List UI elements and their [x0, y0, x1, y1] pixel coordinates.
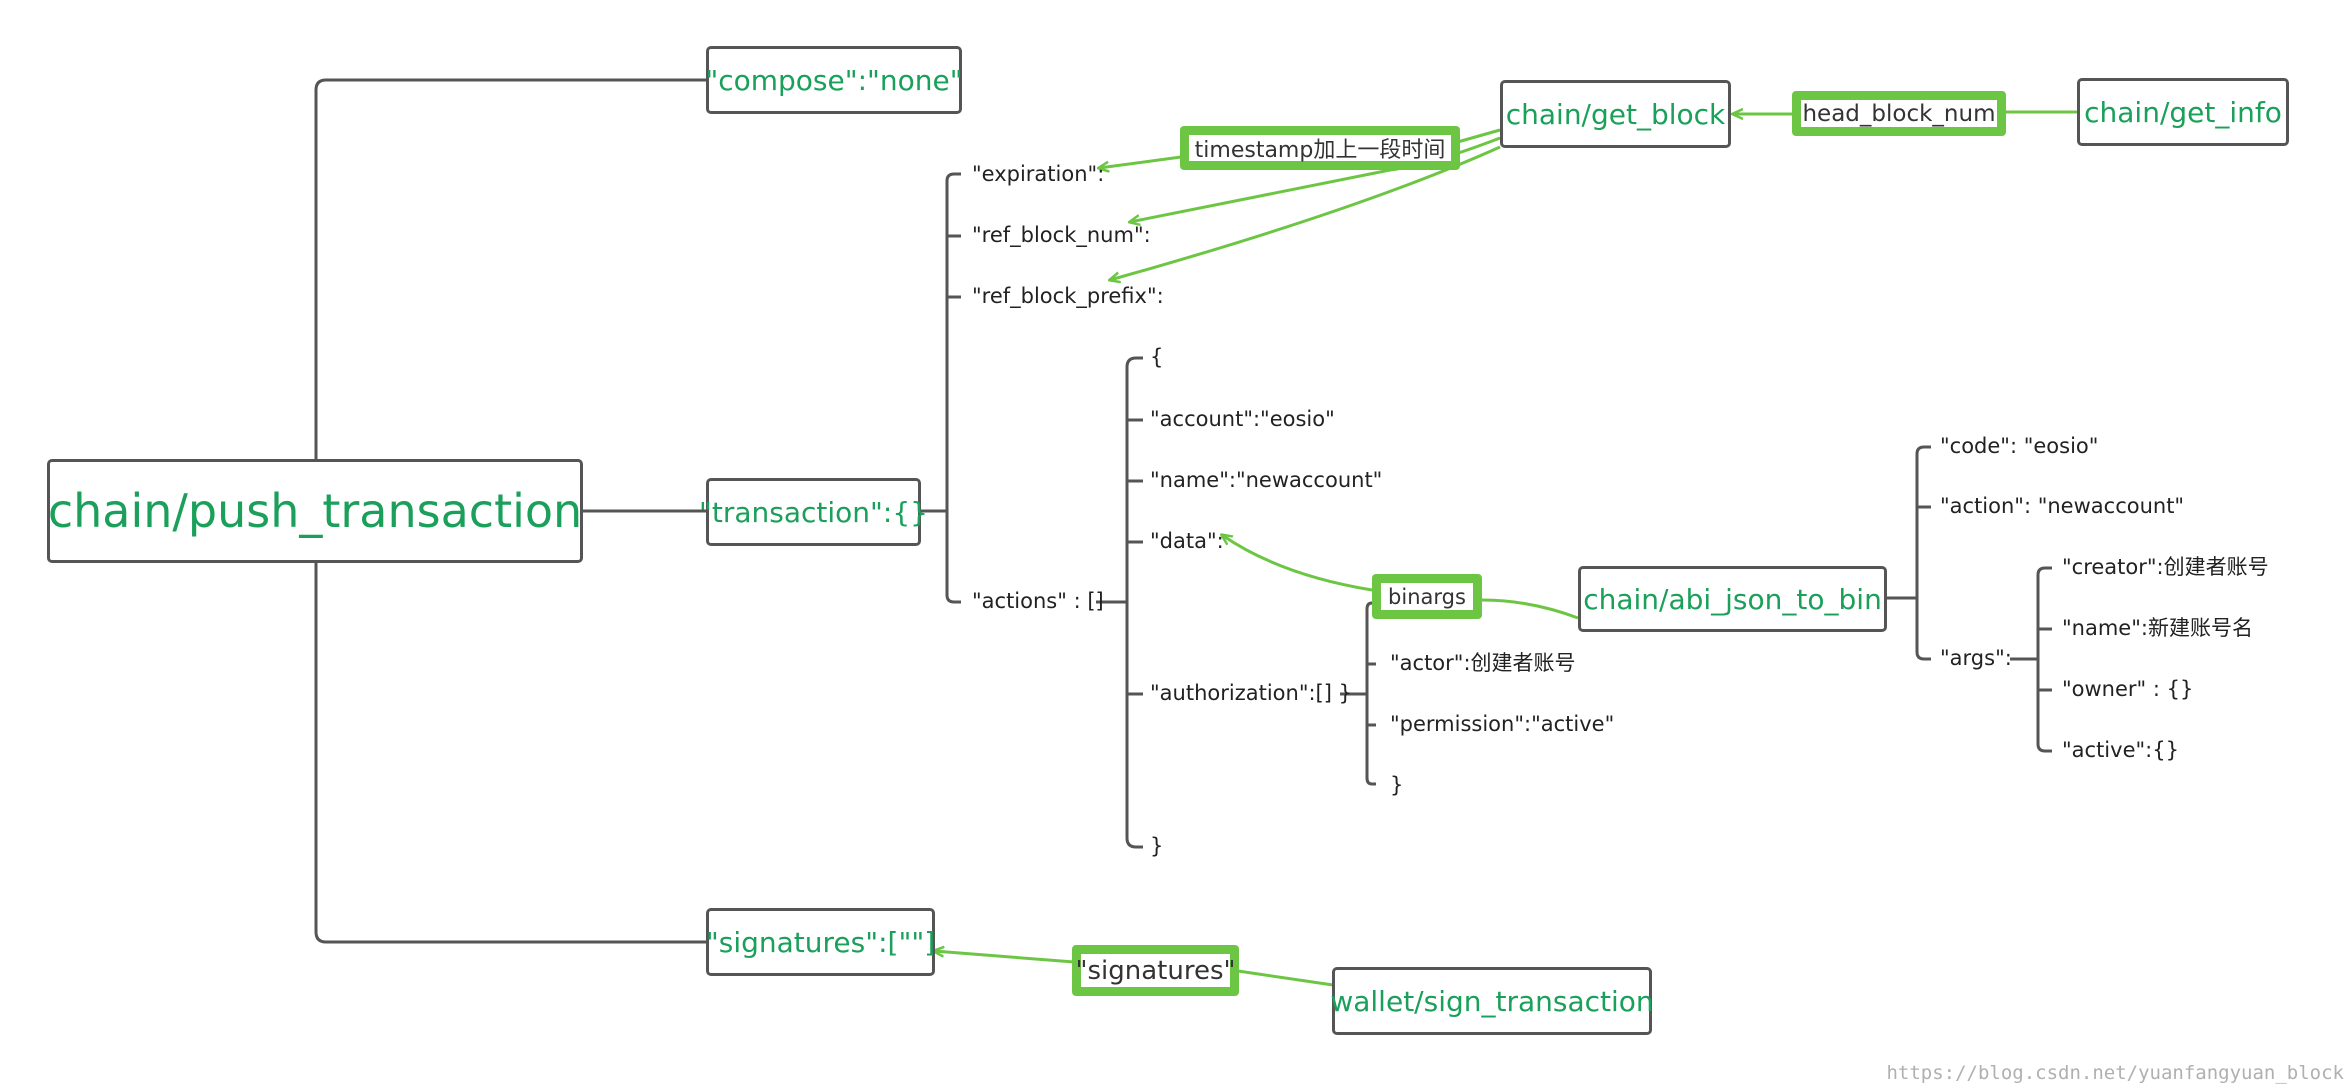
field-code: "code": "eosio" — [1940, 434, 2099, 458]
field-ref-block-num: "ref_block_num": — [972, 223, 1151, 247]
field-action: "action": "newaccount" — [1940, 494, 2185, 518]
signatures-tag: "signatures" — [1072, 945, 1239, 996]
bracket-abi — [1915, 445, 1931, 661]
field-data: "data": — [1150, 529, 1224, 553]
field-active: "active":{} — [2062, 738, 2179, 762]
arrow-expiration — [1099, 155, 1182, 168]
bracket-authorization — [1365, 601, 1376, 786]
signatures-node: "signatures":[""] — [706, 908, 935, 976]
get-block-node: chain/get_block — [1500, 80, 1731, 148]
field-name: "name":"newaccount" — [1150, 468, 1383, 492]
sign-transaction-node: wallet/sign_transaction — [1330, 967, 1654, 1035]
bracket-transaction — [945, 172, 961, 604]
bracket-actions — [1125, 356, 1143, 849]
field-expiration: "expiration": — [972, 162, 1105, 186]
field-args: "args": — [1940, 646, 2012, 670]
compose-node: "compose":"none" — [705, 46, 963, 114]
field-open-brace: { — [1150, 345, 1164, 369]
field-close-brace: } — [1150, 834, 1164, 858]
field-ref-block-prefix: "ref_block_prefix": — [972, 284, 1164, 308]
field-actions: "actions" : [] — [972, 589, 1104, 613]
edge-getblock-timestamp — [1453, 128, 1501, 145]
arrow-binargs-data — [1222, 535, 1373, 592]
get-info-node: chain/get_info — [2077, 78, 2289, 146]
edge-sign-signatures — [1237, 969, 1334, 987]
edge-root-signatures — [314, 563, 707, 944]
field-owner: "owner" : {} — [2062, 677, 2194, 701]
arrow-signatures — [934, 951, 1075, 964]
bracket-args — [2036, 566, 2052, 753]
field-actor: "actor":创建者账号 — [1390, 651, 1576, 675]
field-creator: "creator":创建者账号 — [2062, 555, 2269, 579]
binargs-tag: binargs — [1372, 574, 1482, 619]
edge-root-compose — [314, 78, 707, 459]
edge-abi-binargs — [1481, 598, 1579, 620]
transaction-node: "transaction":{} — [699, 478, 928, 546]
abi-json-to-bin-node: chain/abi_json_to_bin — [1578, 566, 1887, 632]
root-node: chain/push_transaction — [47, 459, 583, 563]
arrow-ref-block-prefix — [1110, 145, 1501, 280]
timestamp-tag: timestamp加上一段时间 — [1180, 126, 1460, 170]
field-authorization: "authorization":[] } — [1150, 681, 1352, 705]
field-arg-name: "name":新建账号名 — [2062, 616, 2253, 640]
watermark: https://blog.csdn.net/yuanfangyuan_block — [1886, 1062, 2344, 1084]
head-block-num-tag: head_block_num — [1792, 91, 2006, 136]
field-permission: "permission":"active" — [1390, 712, 1615, 736]
field-account: "account":"eosio" — [1150, 407, 1335, 431]
field-auth-close: } — [1390, 773, 1404, 797]
